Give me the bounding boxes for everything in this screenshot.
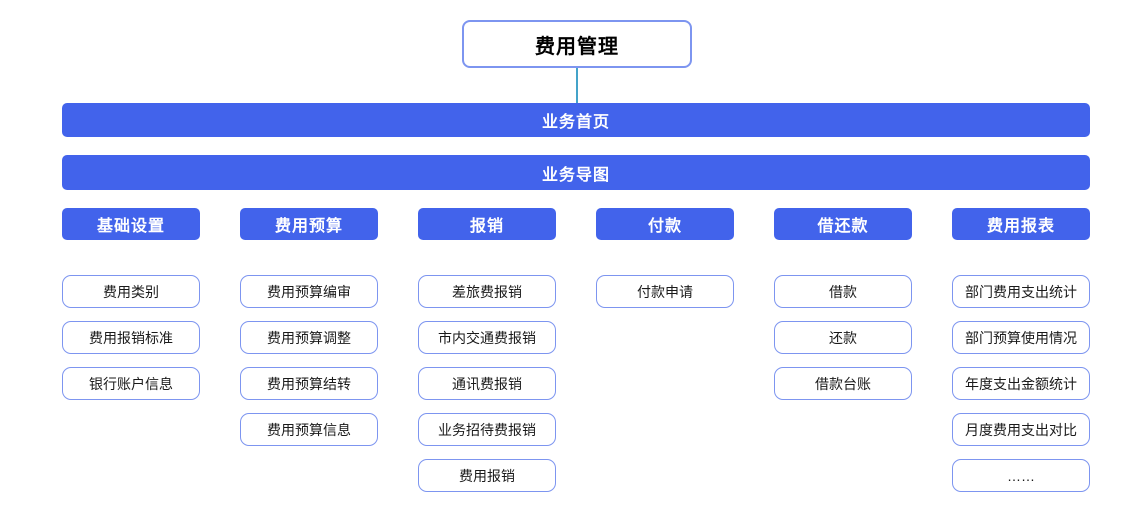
column-items-expense-reports: 部门费用支出统计部门预算使用情况年度支出金额统计月度费用支出对比 ……: [952, 275, 1090, 492]
column-header-expense-budget: 费用预算: [240, 208, 378, 240]
connector-line: [576, 68, 578, 104]
node-item: 年度支出金额统计: [952, 367, 1090, 400]
node-item: 业务招待费报销: [418, 413, 556, 446]
node-item: 通讯费报销: [418, 367, 556, 400]
bar-business-map: 业务导图: [62, 155, 1090, 190]
node-item: 还款: [774, 321, 912, 354]
column-expense-budget: 费用预算费用预算编审费用预算调整费用预算结转费用预算信息: [240, 208, 378, 492]
node-item: ……: [952, 459, 1090, 492]
root-node: 费用管理: [462, 20, 692, 68]
column-header-reimbursement: 报销: [418, 208, 556, 240]
column-payment: 付款付款申请: [596, 208, 734, 492]
column-items-payment: 付款申请: [596, 275, 734, 308]
column-items-loan-repayment: 借款还款借款台账: [774, 275, 912, 400]
node-item: 银行账户信息: [62, 367, 200, 400]
column-header-payment: 付款: [596, 208, 734, 240]
column-items-expense-budget: 费用预算编审费用预算调整费用预算结转费用预算信息: [240, 275, 378, 446]
node-item: 费用报销标准: [62, 321, 200, 354]
column-header-expense-reports: 费用报表: [952, 208, 1090, 240]
root-node-label: 费用管理: [535, 35, 619, 58]
node-item: 借款台账: [774, 367, 912, 400]
module-columns: 基础设置费用类别费用报销标准银行账户信息费用预算费用预算编审费用预算调整费用预算…: [62, 208, 1090, 492]
node-item: 费用预算调整: [240, 321, 378, 354]
column-expense-reports: 费用报表部门费用支出统计部门预算使用情况年度支出金额统计月度费用支出对比 ……: [952, 208, 1090, 492]
node-item: 借款: [774, 275, 912, 308]
node-item: 费用预算信息: [240, 413, 378, 446]
node-item: 部门预算使用情况: [952, 321, 1090, 354]
column-header-basic-settings: 基础设置: [62, 208, 200, 240]
column-basic-settings: 基础设置费用类别费用报销标准银行账户信息: [62, 208, 200, 492]
node-item: 费用类别: [62, 275, 200, 308]
column-header-loan-repayment: 借还款: [774, 208, 912, 240]
node-item: 月度费用支出对比: [952, 413, 1090, 446]
node-item: 差旅费报销: [418, 275, 556, 308]
column-reimbursement: 报销差旅费报销市内交通费报销通讯费报销业务招待费报销费用报销: [418, 208, 556, 492]
node-item: 部门费用支出统计: [952, 275, 1090, 308]
node-item: 费用预算结转: [240, 367, 378, 400]
bar-business-home: 业务首页: [62, 103, 1090, 137]
node-item: 费用预算编审: [240, 275, 378, 308]
node-item: 费用报销: [418, 459, 556, 492]
column-items-reimbursement: 差旅费报销市内交通费报销通讯费报销业务招待费报销费用报销: [418, 275, 556, 492]
column-loan-repayment: 借还款借款还款借款台账: [774, 208, 912, 492]
node-item: 市内交通费报销: [418, 321, 556, 354]
node-item: 付款申请: [596, 275, 734, 308]
column-items-basic-settings: 费用类别费用报销标准银行账户信息: [62, 275, 200, 400]
